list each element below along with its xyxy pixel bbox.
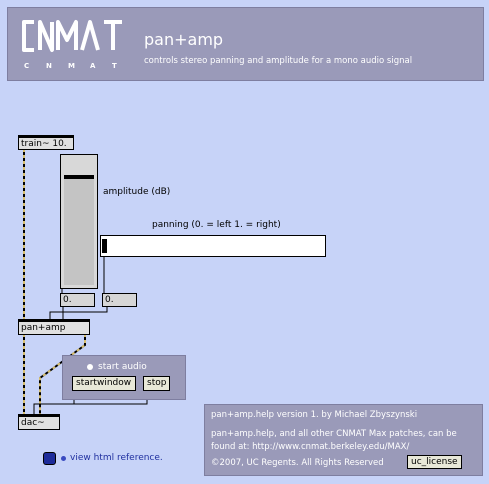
amplitude-slider-fill bbox=[64, 179, 94, 285]
stop-button[interactable]: stop bbox=[143, 376, 170, 391]
audio-control-panel: start audio startwindow stop bbox=[62, 355, 186, 400]
version-text: pan+amp.help version 1. by Michael Zbysz… bbox=[211, 410, 418, 420]
panning-label: panning (0. = left 1. = right) bbox=[152, 220, 281, 230]
uc-license-button[interactable]: uc_license bbox=[407, 455, 462, 469]
svg-text:C: C bbox=[24, 62, 29, 70]
startwindow-button[interactable]: startwindow bbox=[72, 376, 136, 391]
info-text-line-1: pan+amp.help, and all other CNMAT Max pa… bbox=[211, 429, 457, 439]
cnmat-logo: C N M A T bbox=[18, 16, 130, 75]
start-audio-label: start audio bbox=[98, 362, 147, 372]
dac-object[interactable]: dac~ bbox=[18, 414, 60, 430]
svg-text:M: M bbox=[68, 62, 75, 70]
page-title: pan+amp bbox=[144, 30, 224, 49]
bullet-icon bbox=[61, 456, 66, 461]
train-object[interactable]: train~ 10. bbox=[18, 135, 74, 150]
svg-text:A: A bbox=[90, 62, 96, 70]
svg-text:T: T bbox=[112, 62, 117, 70]
amplitude-number-box[interactable]: 0. bbox=[60, 293, 95, 307]
amplitude-slider[interactable] bbox=[60, 154, 98, 289]
panning-slider[interactable] bbox=[100, 235, 326, 257]
amplitude-slider-knob[interactable] bbox=[64, 175, 94, 180]
panning-number-box[interactable]: 0. bbox=[102, 293, 137, 307]
reference-button-icon[interactable] bbox=[43, 452, 56, 465]
svg-text:N: N bbox=[46, 62, 52, 70]
info-panel: pan+amp.help version 1. by Michael Zbysz… bbox=[204, 404, 483, 476]
view-html-reference-link[interactable]: view html reference. bbox=[70, 453, 163, 463]
amplitude-label: amplitude (dB) bbox=[103, 187, 171, 197]
copyright-text: ©2007, UC Regents. All Rights Reserved bbox=[211, 458, 384, 468]
info-text-line-2: found at: http://www.cnmat.berkeley.edu/… bbox=[211, 442, 410, 452]
panamp-object[interactable]: pan+amp bbox=[18, 319, 90, 335]
panning-slider-knob[interactable] bbox=[102, 239, 107, 253]
header-panel: C N M A T pan+amp controls stereo pannin… bbox=[7, 7, 484, 81]
page-subtitle: controls stereo panning and amplitude fo… bbox=[144, 56, 413, 66]
bullet-icon bbox=[87, 364, 93, 370]
